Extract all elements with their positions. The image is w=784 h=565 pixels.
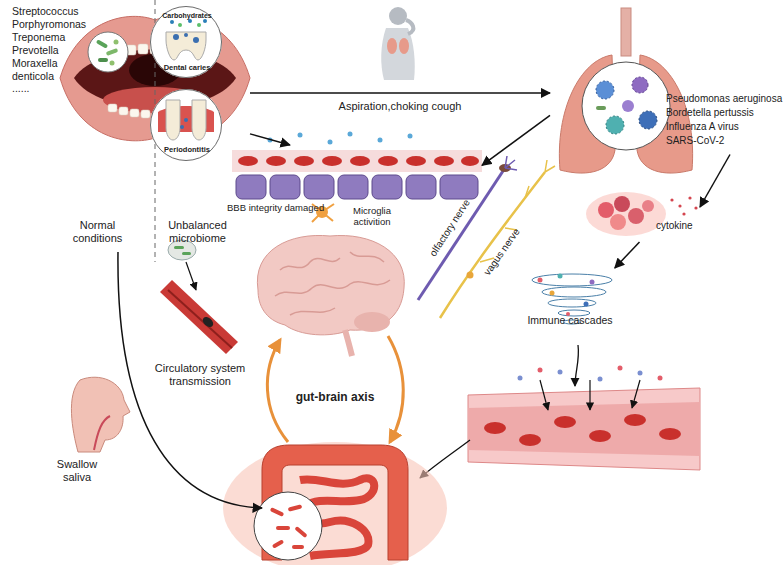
immune-node: Immune cascades: [520, 268, 640, 340]
gut: [223, 442, 447, 565]
node-text: cytokine: [656, 220, 702, 232]
node-text: Normal conditions: [60, 219, 135, 245]
node-text: SARS-CoV-2: [666, 135, 784, 147]
bacteria-name: Porphyromonas: [12, 18, 92, 31]
bacteria-circle: [88, 32, 128, 72]
bacteria-name: denticola: [12, 70, 92, 83]
node-text: Immune cascades: [520, 314, 620, 327]
bacteria-name: Moraxella: [12, 57, 92, 70]
gut-brain-arrow: [267, 340, 288, 442]
annotation-label: vagus nerve: [474, 216, 530, 288]
caries-circle: [150, 6, 222, 78]
edge-label: Aspiration,choking cough: [339, 100, 462, 113]
cytokine-node: cytokine: [590, 192, 700, 242]
bbb-node: BBB integrity damagedMicroglia activitio…: [262, 145, 482, 215]
periodontitis-node: Periodontitis: [150, 89, 222, 161]
annotation-label: gut-brain axis: [285, 390, 385, 404]
flow-arrow: [615, 242, 640, 268]
annotation-label: Circulatory system transmission: [148, 362, 252, 388]
swallow-arrow: [118, 252, 262, 508]
cough-person: [381, 7, 415, 80]
node-text: Periodontitis: [151, 145, 223, 154]
head-profile: [71, 377, 130, 452]
lungs: [559, 8, 692, 173]
gut-brain-arrow: [388, 336, 403, 442]
annotation-label: Swallow saliva: [45, 458, 109, 484]
node-text: BBB integrity damaged: [227, 202, 337, 213]
node-text: Bordetella pertussis: [666, 107, 784, 119]
bacteria-name: Treponema: [12, 31, 92, 44]
bacteria-name: Streptococcus: [12, 5, 92, 18]
flow-arrow: [250, 134, 290, 145]
lung-node: Pseudomonas aeruginosaBordetella pertuss…: [550, 10, 730, 180]
flow-arrow: [250, 92, 550, 94]
bacteria-name: ......: [12, 82, 92, 95]
oral-region: Normal conditions Unbalanced microbiome Ca…: [60, 4, 250, 249]
flow-arrow: [575, 345, 578, 386]
nerves: [418, 156, 555, 318]
node-text: Microglia activition: [342, 205, 402, 228]
flow-arrow: [700, 155, 730, 208]
bacteria-name: Prevotella: [12, 44, 92, 57]
annotation-label: olfactory nerve: [420, 187, 479, 269]
circulatory-vessel: [160, 240, 238, 354]
node-text: Unbalanced microbiome: [160, 219, 235, 245]
node-text: Influenza A virus: [666, 121, 784, 133]
flow-arrow: [482, 115, 550, 165]
caries-node: CarbohydratesDental caries: [150, 6, 222, 78]
brain: [257, 235, 404, 356]
node-text: Pseudomonas aeruginosa: [666, 93, 784, 105]
node-text: Dental caries: [151, 63, 223, 72]
node-text: Carbohydrates: [151, 12, 223, 20]
blood-vessel: [468, 366, 700, 471]
periodontitis-circle: [150, 89, 222, 161]
